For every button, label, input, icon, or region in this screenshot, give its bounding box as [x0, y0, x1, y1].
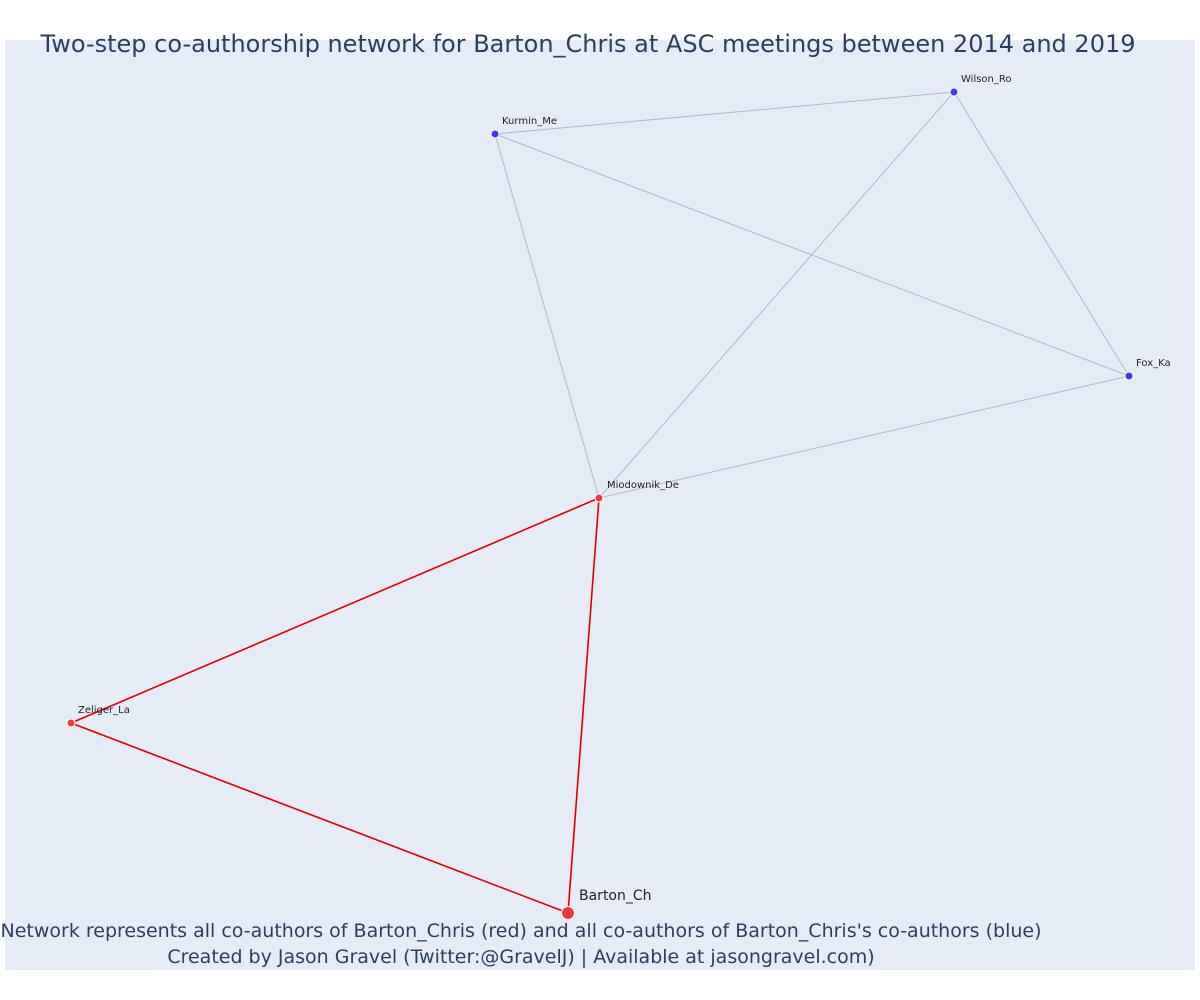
- edge-zeliger_la-miodownik_de: [70, 497, 600, 724]
- plot-background: [5, 40, 1195, 970]
- edge-wilson_ro-fox_ka: [953, 91, 1130, 377]
- node-wilson-ro[interactable]: [949, 87, 959, 97]
- edge-barton_ch-zeliger_la: [70, 722, 569, 914]
- edges-layer: [70, 91, 1130, 914]
- edge-miodownik_de-kurmin_me: [494, 133, 600, 499]
- node-barton-ch[interactable]: [561, 906, 575, 920]
- edge-barton_ch-miodownik_de: [567, 497, 600, 914]
- node-miodownik-de[interactable]: [594, 493, 604, 503]
- node-zeliger-la[interactable]: [66, 718, 76, 728]
- caption: Network represents all co-authors of Bar…: [0, 918, 1042, 970]
- node-label-miodownik-de: Miodownik_De: [607, 480, 679, 491]
- edge-kurmin_me-fox_ka: [494, 133, 1130, 377]
- caption-line-1: Network represents all co-authors of Bar…: [0, 920, 1042, 942]
- edge-kurmin_me-wilson_ro: [494, 91, 955, 135]
- node-label-wilson-ro: Wilson_Ro: [961, 74, 1012, 85]
- chart-title: Two-step co-authorship network for Barto…: [40, 30, 1136, 58]
- node-kurmin-me[interactable]: [490, 129, 500, 139]
- node-label-zeliger-la: Zeliger_La: [78, 705, 130, 716]
- edge-miodownik_de-fox_ka: [598, 375, 1130, 499]
- caption-line-2: Created by Jason Gravel (Twitter:@Gravel…: [167, 946, 875, 968]
- node-label-kurmin-me: Kurmin_Me: [502, 116, 557, 127]
- node-label-barton-ch: Barton_Ch: [579, 888, 652, 904]
- edge-miodownik_de-wilson_ro: [598, 91, 955, 499]
- node-fox-ka[interactable]: [1124, 371, 1134, 381]
- node-label-fox-ka: Fox_Ka: [1136, 358, 1171, 369]
